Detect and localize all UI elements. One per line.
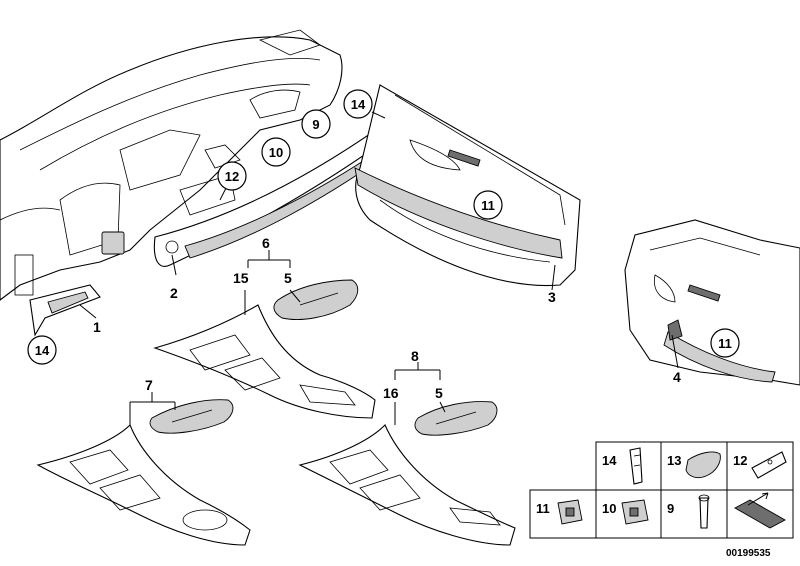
reference-table: 14 13 12 11 10 9	[529, 441, 794, 539]
table-num-13: 13	[667, 453, 681, 468]
svg-text:11: 11	[718, 336, 732, 351]
callout-12: 12	[217, 161, 247, 191]
callout-14-top: 14	[343, 89, 373, 119]
trim-strip-icon	[734, 492, 786, 529]
svg-text:9: 9	[312, 117, 319, 132]
part-7-console	[36, 399, 251, 546]
image-number: 00199535	[726, 548, 771, 559]
label-part-3: 3	[548, 289, 556, 305]
door-panel-right-illustration	[624, 219, 800, 386]
label-part-4: 4	[673, 369, 681, 385]
dashboard-illustration	[0, 29, 343, 301]
part-8-console	[298, 401, 516, 546]
svg-text:14: 14	[351, 97, 366, 112]
leader-lines	[79, 111, 679, 425]
svg-text:10: 10	[269, 145, 283, 160]
table-num-10: 10	[602, 501, 616, 516]
table-num-11: 11	[536, 501, 550, 516]
callout-11-door: 11	[473, 190, 503, 220]
label-part-6: 6	[262, 235, 270, 251]
table-num-14: 14	[602, 453, 617, 468]
clip-nut-icon	[621, 499, 649, 525]
label-part-5a: 5	[284, 270, 292, 286]
svg-text:14: 14	[35, 343, 50, 358]
label-part-5b: 5	[435, 385, 443, 401]
door-panel-illustration	[354, 84, 581, 287]
callout-14-left: 14	[27, 335, 57, 365]
label-part-8: 8	[411, 348, 419, 364]
callout-10: 10	[261, 137, 291, 167]
clip-bracket-icon	[629, 447, 643, 485]
push-pin-icon	[698, 494, 710, 529]
label-part-1: 1	[93, 319, 101, 335]
label-part-15: 15	[233, 270, 249, 286]
part-1-trim	[29, 284, 101, 337]
part-15-console	[153, 304, 376, 419]
part-5a-cover	[273, 279, 359, 320]
part-labels: 6 15 5 2 1 3 4 7 8 16 5	[93, 235, 681, 401]
bracket-plate-icon	[751, 451, 787, 479]
callout-9: 9	[301, 109, 331, 139]
pad-icon	[685, 451, 721, 479]
table-num-12: 12	[733, 453, 747, 468]
label-part-2: 2	[170, 285, 178, 301]
callout-11-right-door: 11	[710, 328, 740, 358]
svg-text:12: 12	[225, 169, 239, 184]
clip-nut-icon	[557, 499, 583, 525]
label-part-7: 7	[145, 377, 153, 393]
table-num-9: 9	[667, 501, 674, 516]
label-part-16: 16	[383, 385, 399, 401]
svg-text:11: 11	[481, 198, 495, 213]
